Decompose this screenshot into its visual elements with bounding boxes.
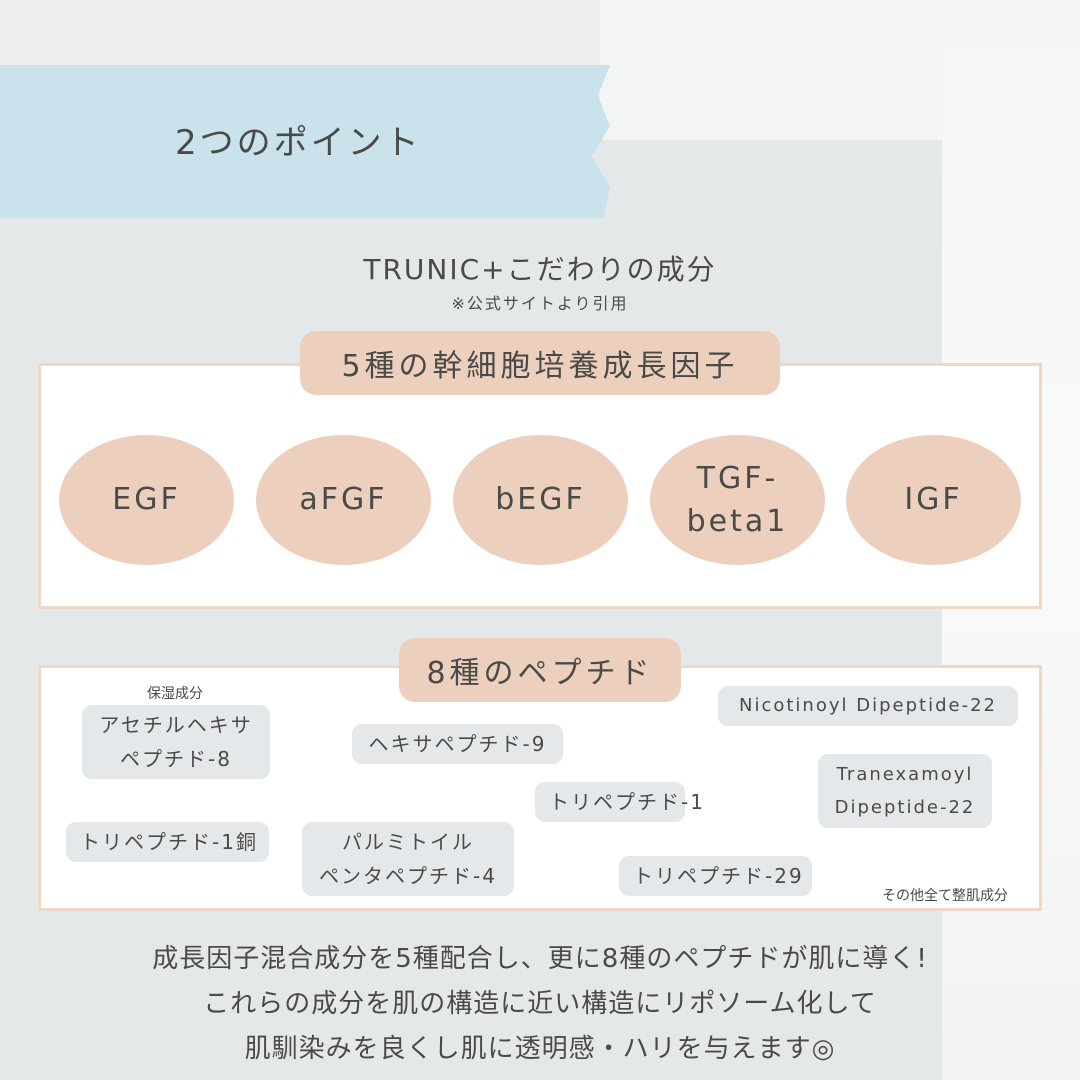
peptides-footnote: その他全て整肌成分	[882, 888, 1008, 904]
content-panel	[0, 140, 942, 1080]
growth-factor-egf: EGF	[59, 435, 234, 565]
peptide-chip: トリペプチド-29	[619, 856, 812, 896]
summary-line: 肌馴染みを良くし肌に透明感・ハリを与えます◎	[244, 1034, 836, 1064]
peptide-chip: Tranexamoyl Dipeptide-22	[818, 754, 992, 828]
peptide-chip: ヘキサペプチド-9	[352, 724, 563, 764]
peptide-chip: パルミトイル ペンタペプチド-4	[302, 822, 514, 896]
summary-line: 成長因子混合成分を5種配合し、更に8種のペプチドが肌に導く!	[152, 944, 928, 974]
growth-factor-igf: IGF	[846, 435, 1021, 565]
growth-factor-tgf: TGF- beta1	[650, 435, 825, 565]
summary-line: これらの成分を肌の構造に近い構造にリポソーム化して	[203, 989, 877, 1019]
peptide-chip: トリペプチド-1	[535, 782, 703, 822]
title-banner: 2つのポイント	[0, 65, 610, 218]
growth-factor-afgf: aFGF	[256, 435, 431, 565]
peptide-chip: Nicotinoyl Dipeptide-22	[718, 686, 1018, 726]
banner-title: 2つのポイント	[175, 123, 422, 163]
section-heading: TRUNIC+こだわりの成分	[363, 253, 717, 286]
peptide-chip: トリペプチド-1銅	[66, 822, 269, 862]
growth-factors-title: 5種の幹細胞培養成長因子	[300, 331, 780, 395]
growth-factor-begf: bEGF	[453, 435, 628, 565]
peptides-title: 8種のペプチド	[399, 638, 681, 702]
moisture-label: 保湿成分	[147, 686, 203, 702]
peptide-chip: アセチルヘキサ ペプチド-8	[82, 705, 270, 779]
source-note: ※公式サイトより引用	[451, 294, 629, 313]
